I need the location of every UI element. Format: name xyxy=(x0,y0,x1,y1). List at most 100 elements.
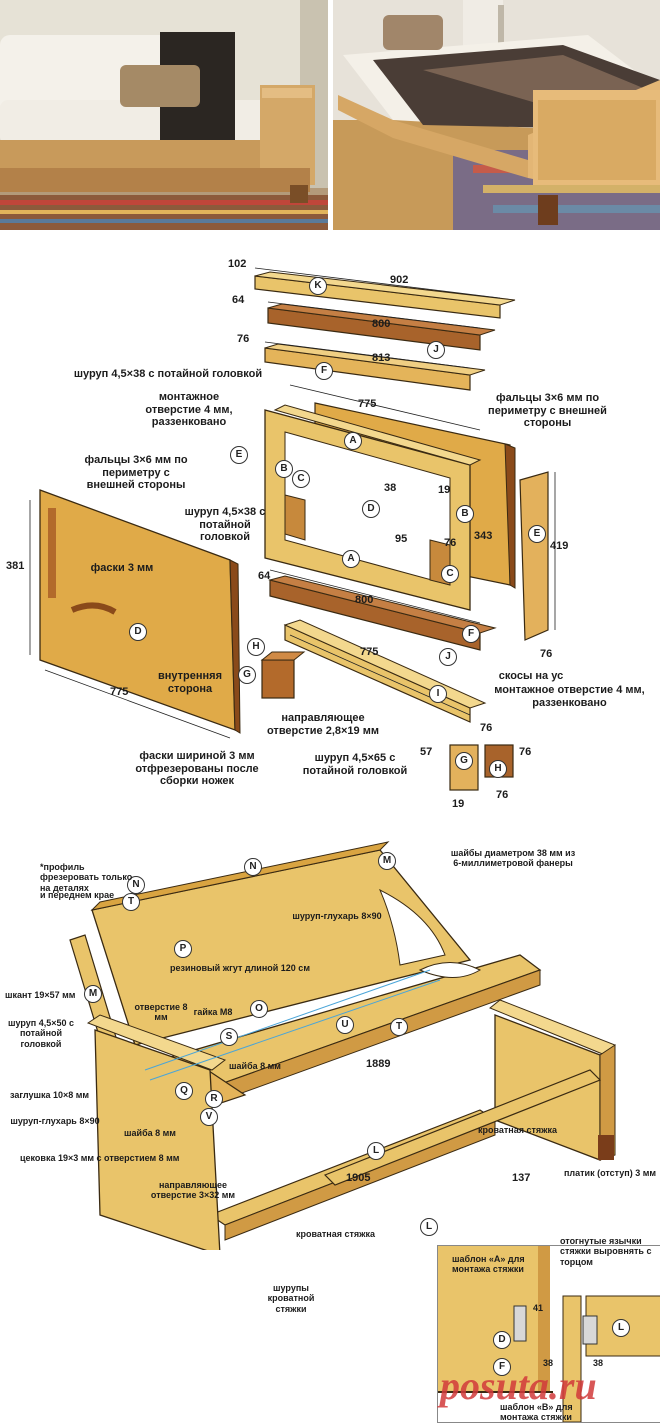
marker-n2: N xyxy=(127,876,145,894)
photo-futon-bed xyxy=(333,0,660,230)
dim-k-length: 902 xyxy=(390,274,409,286)
marker-g: G xyxy=(238,666,256,684)
marker-b2: B xyxy=(456,505,474,523)
marker-p: P xyxy=(174,940,192,958)
marker-b: B xyxy=(275,460,293,478)
dim-343: 343 xyxy=(474,530,493,542)
dim-38a: 38 xyxy=(543,1358,554,1368)
dim-1905: 1905 xyxy=(346,1172,371,1184)
photo-futon-sofa xyxy=(0,0,328,230)
label-washers: шайбы диаметром 38 мм из 6-миллиметровой… xyxy=(450,848,576,869)
label-rebates-left: фальцы 3×6 мм по периметру с внешней сто… xyxy=(84,454,188,492)
marker-a2: A xyxy=(342,550,360,568)
marker-s: S xyxy=(220,1028,238,1046)
marker-c2: C xyxy=(441,565,459,583)
marker-a: A xyxy=(344,432,362,450)
marker-l: L xyxy=(367,1142,385,1160)
dim-1889: 1889 xyxy=(366,1058,391,1070)
marker-o: O xyxy=(250,1000,268,1018)
label-profile-note-tail: и переднем крае xyxy=(40,890,115,900)
label-plinth: платик (отступ) 3 мм xyxy=(563,1168,657,1178)
label-bent-tabs: отогнутые язычки стяжки выровнять с торц… xyxy=(560,1236,652,1267)
marker-l3: L xyxy=(612,1319,630,1337)
label-template-b: шаблон «В» для монтажа стяжки xyxy=(500,1402,573,1423)
marker-r: R xyxy=(205,1090,223,1108)
marker-d3: D xyxy=(493,1331,511,1349)
label-counterbore: цековка 19×3 мм с отверстием 8 мм xyxy=(20,1153,180,1163)
marker-i: I xyxy=(429,685,447,703)
label-dowel: шкант 19×57 мм xyxy=(5,990,76,1000)
exploded-frame-diagram xyxy=(29,267,556,791)
label-template-a: шаблон «А» для монтажа стяжки xyxy=(452,1254,525,1275)
label-screw-bottom: шуруп 4,5×65 с потайной головкой xyxy=(302,752,408,777)
marker-m2: M xyxy=(84,985,102,1003)
dim-block-76a: 76 xyxy=(519,746,532,758)
dim-f-width: 76 xyxy=(237,333,250,345)
marker-e: E xyxy=(230,446,248,464)
marker-d2: D xyxy=(129,623,147,641)
marker-h2: H xyxy=(489,760,507,778)
dim-j-width: 64 xyxy=(232,294,245,306)
marker-e2: E xyxy=(528,525,546,543)
label-lag-screw-side: шуруп-глухарь 8×90 xyxy=(10,1116,100,1126)
marker-q: Q xyxy=(175,1082,193,1100)
marker-u: U xyxy=(336,1016,354,1034)
dim-38b: 38 xyxy=(593,1358,604,1368)
marker-f: F xyxy=(315,362,333,380)
label-bracket-screws: шурупы кроватной стяжки xyxy=(267,1283,315,1314)
dim-95: 95 xyxy=(395,533,408,545)
dim-i-width: 76 xyxy=(480,722,493,734)
dim-137: 137 xyxy=(512,1172,531,1184)
label-bed-bracket-mid: кроватная стяжка xyxy=(295,1229,376,1239)
label-profile-note: *профиль фрезеровать только на деталях xyxy=(40,862,133,893)
label-miters: скосы на ус xyxy=(498,670,564,682)
marker-n: N xyxy=(244,858,262,876)
label-rebates-right: фальцы 3×6 мм по периметру с внешней сто… xyxy=(488,392,607,430)
dim-block-19: 19 xyxy=(452,798,465,810)
label-rubber-cord: резиновый жгут длиной 120 см xyxy=(170,963,310,973)
dim-j2-width: 64 xyxy=(258,570,271,582)
marker-l2: L xyxy=(420,1218,438,1236)
dim-j-length: 800 xyxy=(372,318,391,330)
marker-k: K xyxy=(309,277,327,295)
label-screw-side: шуруп 4,5×50 с потайной головкой xyxy=(8,1018,74,1049)
label-chamfers: фаски 3 мм xyxy=(90,562,154,574)
label-guide-hole-3: направляющее отверстие 3×32 мм xyxy=(150,1180,236,1201)
label-guide-hole: направляющее отверстие 2,8×19 мм xyxy=(266,712,379,737)
dim-f-length: 813 xyxy=(372,352,391,364)
dim-j2-length: 800 xyxy=(355,594,374,606)
label-screw-top: шуруп 4,5×38 с потайной головкой xyxy=(73,368,263,380)
inset-bracket-templates: шаблон «А» для монтажа стяжки отогнутые … xyxy=(437,1236,660,1423)
label-lag-screw-top: шуруп-глухарь 8×90 xyxy=(292,911,382,921)
marker-t2: T xyxy=(390,1018,408,1036)
marker-g2: G xyxy=(455,752,473,770)
dim-381: 381 xyxy=(6,560,25,572)
dim-38: 38 xyxy=(384,482,397,494)
dim-leg-height: 419 xyxy=(550,540,569,552)
label-mount-hole-top: монтажное отверстие 4 мм, раззенковано xyxy=(145,391,233,429)
label-bed-bracket-top: кроватная стяжка xyxy=(477,1125,558,1135)
label-nut: гайка М8 xyxy=(193,1007,233,1017)
dim-leg-width: 76 xyxy=(540,648,553,660)
watermark: posuta.ru xyxy=(440,1363,597,1408)
sofa-frame-diagram xyxy=(69,841,616,1250)
marker-m: M xyxy=(378,852,396,870)
dim-i-length: 775 xyxy=(360,646,379,658)
part-rail-l-bottom xyxy=(323,1069,602,1186)
marker-f2: F xyxy=(462,625,480,643)
dim-back-length: 775 xyxy=(110,686,129,698)
dim-k-width: 102 xyxy=(228,258,247,270)
marker-h: H xyxy=(247,638,265,656)
marker-d: D xyxy=(362,500,380,518)
label-plug: заглушка 10×8 мм xyxy=(10,1090,90,1100)
dim-block-57: 57 xyxy=(420,746,433,758)
marker-c: C xyxy=(292,470,310,488)
label-washer-8b: шайба 8 мм xyxy=(124,1128,176,1138)
label-washer-8: шайба 8 мм xyxy=(229,1061,281,1071)
part-block-g xyxy=(261,659,295,699)
dim-panel-length: 775 xyxy=(358,398,377,410)
label-mount-hole-bottom: монтажное отверстие 4 мм, раззенковано xyxy=(494,684,645,709)
part-leg-e xyxy=(519,471,549,641)
marker-t: T xyxy=(122,893,140,911)
dim-19: 19 xyxy=(438,484,451,496)
